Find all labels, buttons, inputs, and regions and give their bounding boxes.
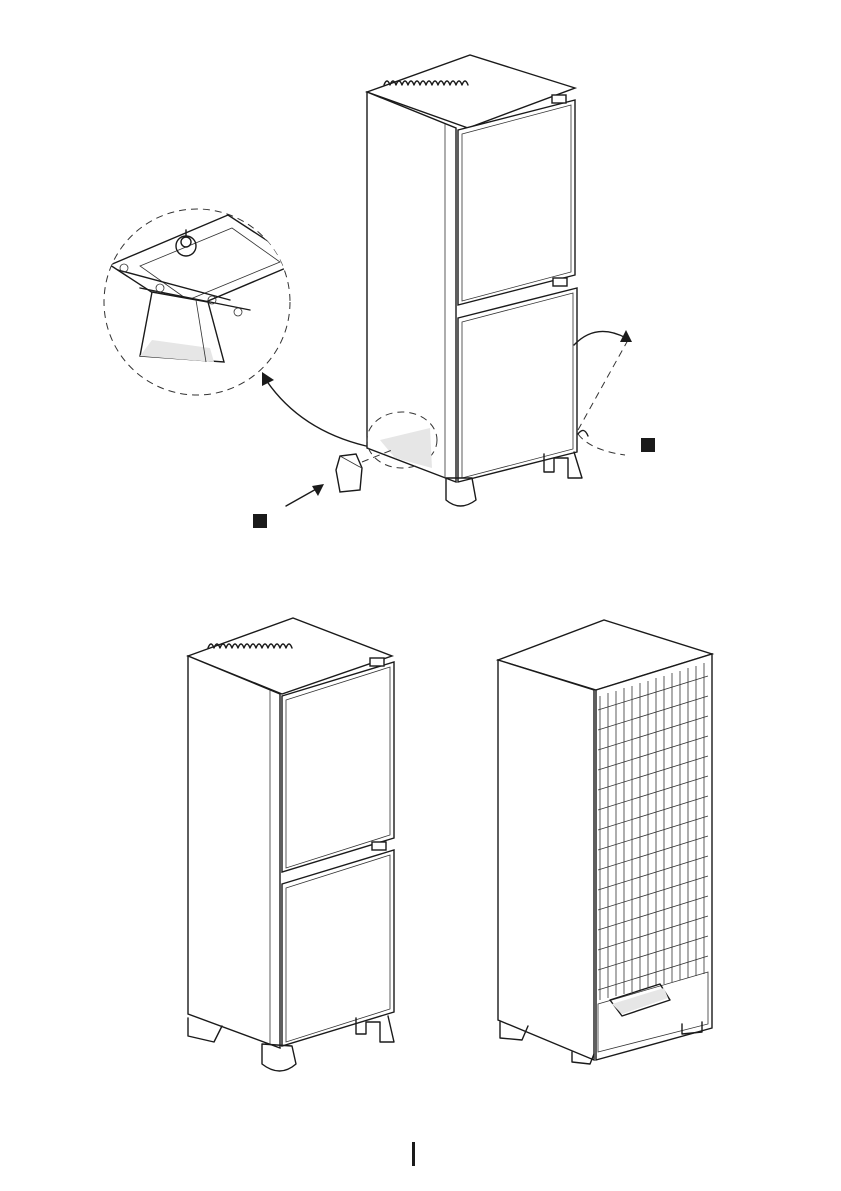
- hinge-detail-zoom: [104, 209, 300, 395]
- front-foot-left: [446, 478, 476, 506]
- foot-cap: [336, 454, 362, 492]
- middle-hinge: [553, 278, 567, 286]
- front-upper-door: [282, 662, 394, 872]
- zoom-leader-arrow: [266, 380, 366, 446]
- top-fridge-illustration: [253, 55, 655, 528]
- top-hinge: [552, 95, 566, 103]
- step-marker-right: [641, 438, 655, 452]
- step-marker-left: [253, 514, 267, 528]
- page-number-marker: [412, 1142, 415, 1166]
- fridge-back-illustration: [498, 620, 712, 1064]
- door-swing-arrow: [574, 331, 626, 345]
- front-lower-door: [282, 850, 394, 1046]
- fridge-front-illustration: [188, 618, 394, 1071]
